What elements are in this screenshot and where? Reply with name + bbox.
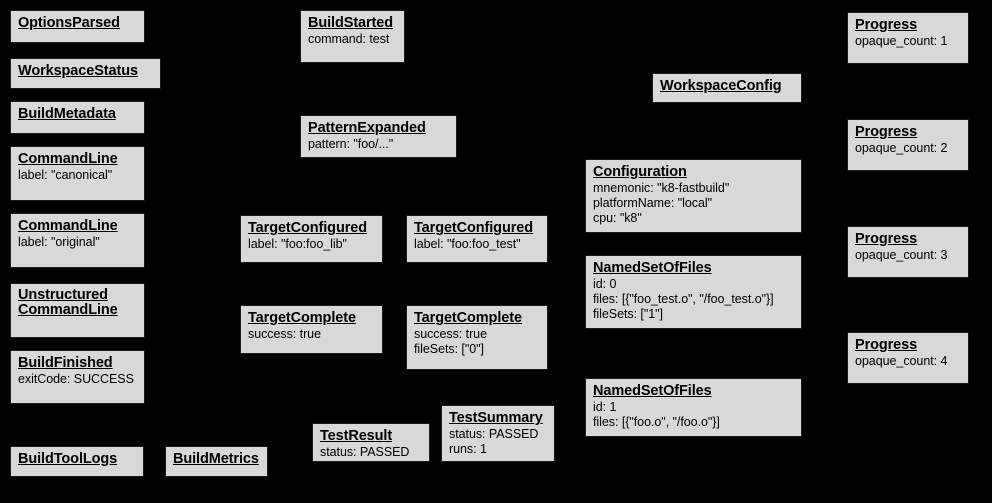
node-title: TargetComplete <box>414 310 522 326</box>
node-title: CommandLine <box>18 151 118 167</box>
node-field: success: true <box>414 326 487 341</box>
node-field: label: "foo:foo_test" <box>414 236 521 251</box>
node-field: runs: 1 <box>449 441 487 456</box>
node-title: TargetConfigured <box>248 220 367 236</box>
node-title: BuildToolLogs <box>18 451 118 467</box>
node-fields: mnemonic: "k8-fastbuild"platformName: "l… <box>593 181 794 226</box>
node-fields: opaque_count: 3 <box>855 248 961 263</box>
node-build-metadata[interactable]: BuildMetadata <box>10 101 145 134</box>
node-field: opaque_count: 1 <box>855 33 948 48</box>
node-field: id: 1 <box>593 399 617 414</box>
node-title: Progress <box>855 231 918 247</box>
node-title: NamedSetOfFiles <box>593 383 712 399</box>
node-fields: pattern: "foo/..." <box>308 137 449 152</box>
node-unstructured-command-line[interactable]: Unstructured CommandLine <box>10 283 145 338</box>
node-title: BuildMetadata <box>18 106 116 122</box>
node-fields: label: "foo:foo_test" <box>414 237 540 252</box>
node-title: Progress <box>855 17 918 33</box>
node-fields: label: "canonical" <box>18 168 137 183</box>
node-build-metrics[interactable]: BuildMetrics <box>165 446 268 477</box>
node-fields: success: true <box>248 327 375 342</box>
node-fields: opaque_count: 1 <box>855 34 961 49</box>
node-fields: opaque_count: 2 <box>855 141 961 156</box>
node-field: files: [{"foo.o", "/foo.o"}] <box>593 414 720 429</box>
node-title: WorkspaceConfig <box>660 78 782 94</box>
node-field: cpu: "k8" <box>593 211 642 226</box>
node-field: platformName: "local" <box>593 195 712 210</box>
node-title: BuildFinished <box>18 355 113 371</box>
node-field: fileSets: ["0"] <box>414 341 484 356</box>
node-fields: label: "original" <box>18 235 137 250</box>
node-title: WorkspaceStatus <box>18 63 138 79</box>
node-field: opaque_count: 2 <box>855 140 948 155</box>
node-title: Configuration <box>593 164 687 180</box>
node-field: pattern: "foo/..." <box>308 136 394 151</box>
node-workspace-config[interactable]: WorkspaceConfig <box>652 73 802 103</box>
node-title: OptionsParsed <box>18 15 120 31</box>
node-title: Progress <box>855 337 918 353</box>
node-workspace-status[interactable]: WorkspaceStatus <box>10 58 161 89</box>
node-title: Progress <box>855 124 918 140</box>
node-title: TargetConfigured <box>414 220 533 236</box>
node-field: status: PASSED <box>320 444 410 459</box>
node-title: CommandLine <box>18 218 118 234</box>
node-title: TestSummary <box>449 410 543 426</box>
node-field: success: true <box>248 326 321 341</box>
node-field: opaque_count: 4 <box>855 353 948 368</box>
node-field: exitCode: SUCCESS <box>18 371 134 386</box>
node-fields: label: "foo:foo_lib" <box>248 237 375 252</box>
node-fields: exitCode: SUCCESS <box>18 372 137 387</box>
node-field: label: "foo:foo_lib" <box>248 236 347 251</box>
node-field: label: "original" <box>18 234 100 249</box>
node-title: BuildStarted <box>308 15 394 31</box>
node-field: opaque_count: 3 <box>855 247 948 262</box>
node-field: fileSets: ["1"] <box>593 307 663 322</box>
node-title: NamedSetOfFiles <box>593 260 712 276</box>
node-options-parsed[interactable]: OptionsParsed <box>10 10 145 43</box>
node-field: command: test <box>308 31 390 46</box>
node-field: status: PASSED <box>449 426 539 441</box>
node-fields: command: test <box>308 32 397 47</box>
node-field: label: "canonical" <box>18 167 113 182</box>
node-title: BuildMetrics <box>173 451 259 467</box>
node-build-tool-logs[interactable]: BuildToolLogs <box>10 446 144 477</box>
node-field: mnemonic: "k8-fastbuild" <box>593 180 730 195</box>
node-fields: opaque_count: 4 <box>855 354 961 369</box>
node-field: id: 0 <box>593 276 617 291</box>
node-title: TargetComplete <box>248 310 356 326</box>
node-title: PatternExpanded <box>308 120 426 136</box>
node-title: Unstructured CommandLine <box>18 287 118 318</box>
node-fields: status: PASSED <box>320 445 422 460</box>
node-field: files: [{"foo_test.o", "/foo_test.o"}] <box>593 291 774 306</box>
node-title: TestResult <box>320 428 393 444</box>
